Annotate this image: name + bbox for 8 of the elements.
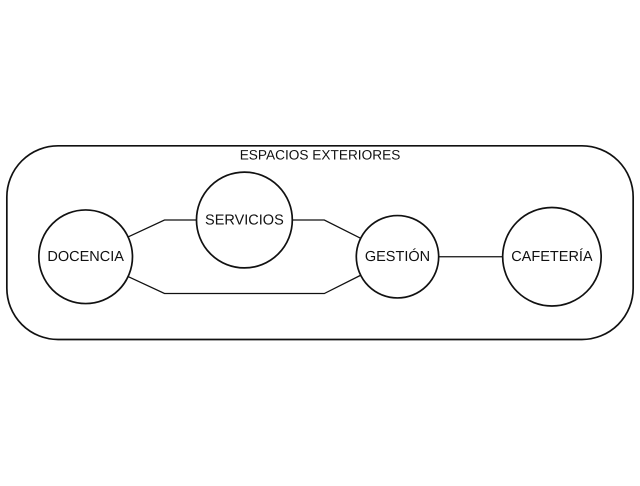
node-circle: GESTIÓN [355, 215, 440, 300]
node-circle: SERVICIOS [196, 172, 294, 270]
node-circle: DOCENCIA [38, 209, 134, 305]
node-circle: CAFETERÍA [502, 207, 602, 308]
connector [292, 220, 361, 240]
connector [128, 275, 361, 294]
connector [438, 256, 503, 258]
connector [128, 220, 196, 238]
